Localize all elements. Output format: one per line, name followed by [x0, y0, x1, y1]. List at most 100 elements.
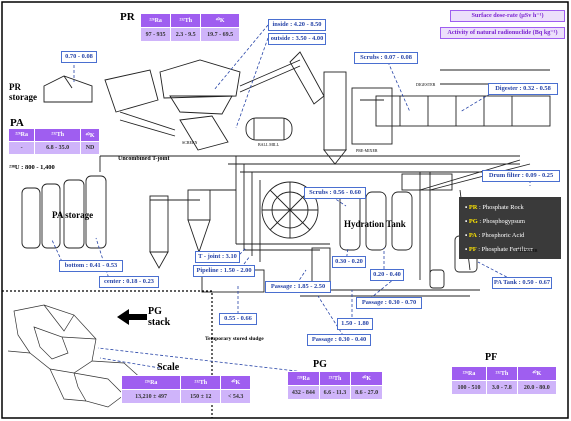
value-k: 19.7 - 69.5: [200, 27, 240, 42]
legend-label: : Phosphoric Acid: [476, 232, 525, 239]
ball-mill-label: BALL MILL: [258, 142, 280, 147]
dose-scrubs-top: Scrubs : 0.07 - 0.08: [354, 52, 418, 64]
dose-t-joint: T - joint : 3.10: [195, 251, 240, 263]
map-parcel-2: [73, 372, 125, 408]
pr-title: PR: [120, 11, 135, 23]
pr-storage-house: [43, 75, 93, 103]
dose-digester: Digester : 0.32 - 0.58: [488, 83, 558, 95]
dose-pa-tank: PA Tank : 0.50 - 0.67: [492, 277, 552, 289]
legend-key: PR: [468, 204, 478, 211]
dose-val-b: 0.20 - 0.40: [370, 269, 404, 281]
legend-key: PA: [468, 232, 477, 239]
pa-tank-b: [41, 183, 61, 249]
header-ra: ²²⁶Ra: [451, 366, 487, 381]
header-ra: ²²⁶Ra: [7, 128, 36, 142]
silo-cone: [323, 149, 347, 165]
dose-center: center : 0.18 - 0.23: [99, 276, 159, 288]
weighing-silo: [323, 71, 347, 151]
value-ra: 97 - 935: [139, 27, 172, 42]
dose-scrubs-mid: Scrubs : 0.56 - 0.60: [304, 187, 366, 199]
value-th: 150 ± 12: [180, 389, 222, 404]
header-th: ²³²Th: [486, 366, 518, 381]
dose-val-c: 1.50 - 1.80: [337, 318, 373, 330]
pa-tank-c: [63, 179, 85, 249]
dose-drum-filter: Drum filter : 0.09 - 0.25: [482, 170, 560, 182]
pg-region-border: [2, 290, 213, 418]
header-ra: ²²⁶Ra: [139, 13, 172, 28]
pg-stack-arrow: [117, 309, 147, 325]
value-k: ND: [80, 141, 100, 155]
value-ra: -: [7, 141, 36, 155]
digester-row: [375, 95, 551, 127]
leader-lines: [51, 24, 548, 375]
scale-title: Scale: [157, 362, 180, 373]
small-tank: [429, 269, 445, 289]
header-th: ²³²Th: [170, 13, 202, 28]
pr-storage-label: PR storage: [9, 82, 37, 102]
dose-passage-1: Passage : 1.85 - 2.50: [265, 281, 331, 293]
legend-key: PF: [468, 246, 477, 253]
dose-outside: outside : 3.50 - 4.00: [268, 33, 326, 45]
pg-stack-label: PG stack: [148, 306, 171, 328]
dose-inside: inside : 4.20 - 8.50: [268, 19, 326, 31]
legend-activity: Activity of natural radionuclide (Bq kg⁻…: [440, 27, 565, 39]
dose-sludge: 0.55 - 0.66: [219, 313, 257, 325]
header-k: ⁴⁰K: [200, 13, 240, 28]
cyclone-cone: [187, 219, 211, 254]
dose-bottom: bottom : 0.41 - 0.53: [59, 260, 123, 272]
pg-stack-map: [7, 304, 145, 408]
legend-row-pr: ▪ PR : Phosphate Rock: [465, 204, 524, 211]
header-ra: ²²⁶Ra: [120, 375, 182, 390]
pf-title: PF: [485, 352, 498, 363]
drum-filter: [401, 173, 453, 191]
header-th: ²³²Th: [180, 375, 222, 390]
pa-title: PA: [10, 117, 24, 129]
dose-val-a: 0.30 - 0.20: [332, 256, 366, 268]
pa-storage-label: PA storage: [52, 210, 94, 220]
evaporator-cone: [149, 251, 169, 269]
legend-label: : Phosphogypsum: [477, 218, 525, 225]
header-k: ⁴⁰K: [220, 375, 251, 390]
header-th: ²³²Th: [318, 371, 352, 386]
premixer: [351, 87, 393, 145]
legend-label: : Phosphate Fertilizer: [476, 246, 533, 253]
ball-mill: [245, 117, 293, 141]
header-th: ²³²Th: [34, 128, 82, 142]
value-ra: 13,210 ± 497: [120, 389, 182, 404]
u238-note: ²³⁸U : 800 - 1,400: [9, 164, 55, 171]
legend-key: PG: [468, 218, 478, 225]
cyclone: [187, 189, 211, 221]
header-k: ⁴⁰K: [516, 366, 558, 381]
value-th: 6.8 - 35.0: [34, 141, 82, 155]
dose-passage-2: Passage : 0.30 - 0.70: [356, 297, 422, 309]
map-outline: [13, 304, 97, 374]
value-ra: 432 - 844: [287, 385, 320, 400]
dose-passage-3: Passage : 0.30 - 0.40: [307, 334, 371, 346]
premixer-label: PRE-MIXER: [356, 148, 378, 153]
map-parcel: [33, 326, 69, 360]
elevator: [289, 51, 325, 105]
crusher: [159, 59, 241, 99]
value-th: 3.0 - 7.8: [486, 380, 518, 395]
dose-pipeline: Pipeline : 1.50 - 2.00: [193, 265, 255, 277]
pg-title: PG: [313, 359, 327, 370]
screen-label: SCREEN: [182, 140, 198, 145]
feeder: [104, 69, 159, 113]
value-th: 6.6 - 11.3: [318, 385, 352, 400]
legend-surface-dose: Surface dose-rate (μSv h⁻¹): [450, 10, 565, 22]
receiver-label: RECEIVER: [518, 248, 538, 253]
value-th: 2.3 - 9.5: [170, 27, 202, 42]
header-k: ⁴⁰K: [80, 128, 100, 142]
value-k: 20.0 - 80.0: [516, 380, 558, 395]
header-ra: ²²⁶Ra: [287, 371, 320, 386]
material-type-legend: ▪ PR : Phosphate Rock ▪ PG : Phosphogyps…: [459, 197, 561, 259]
dose-pr-storage: 0.70 - 0.08: [61, 51, 97, 63]
value-k: < 54.3: [220, 389, 251, 404]
